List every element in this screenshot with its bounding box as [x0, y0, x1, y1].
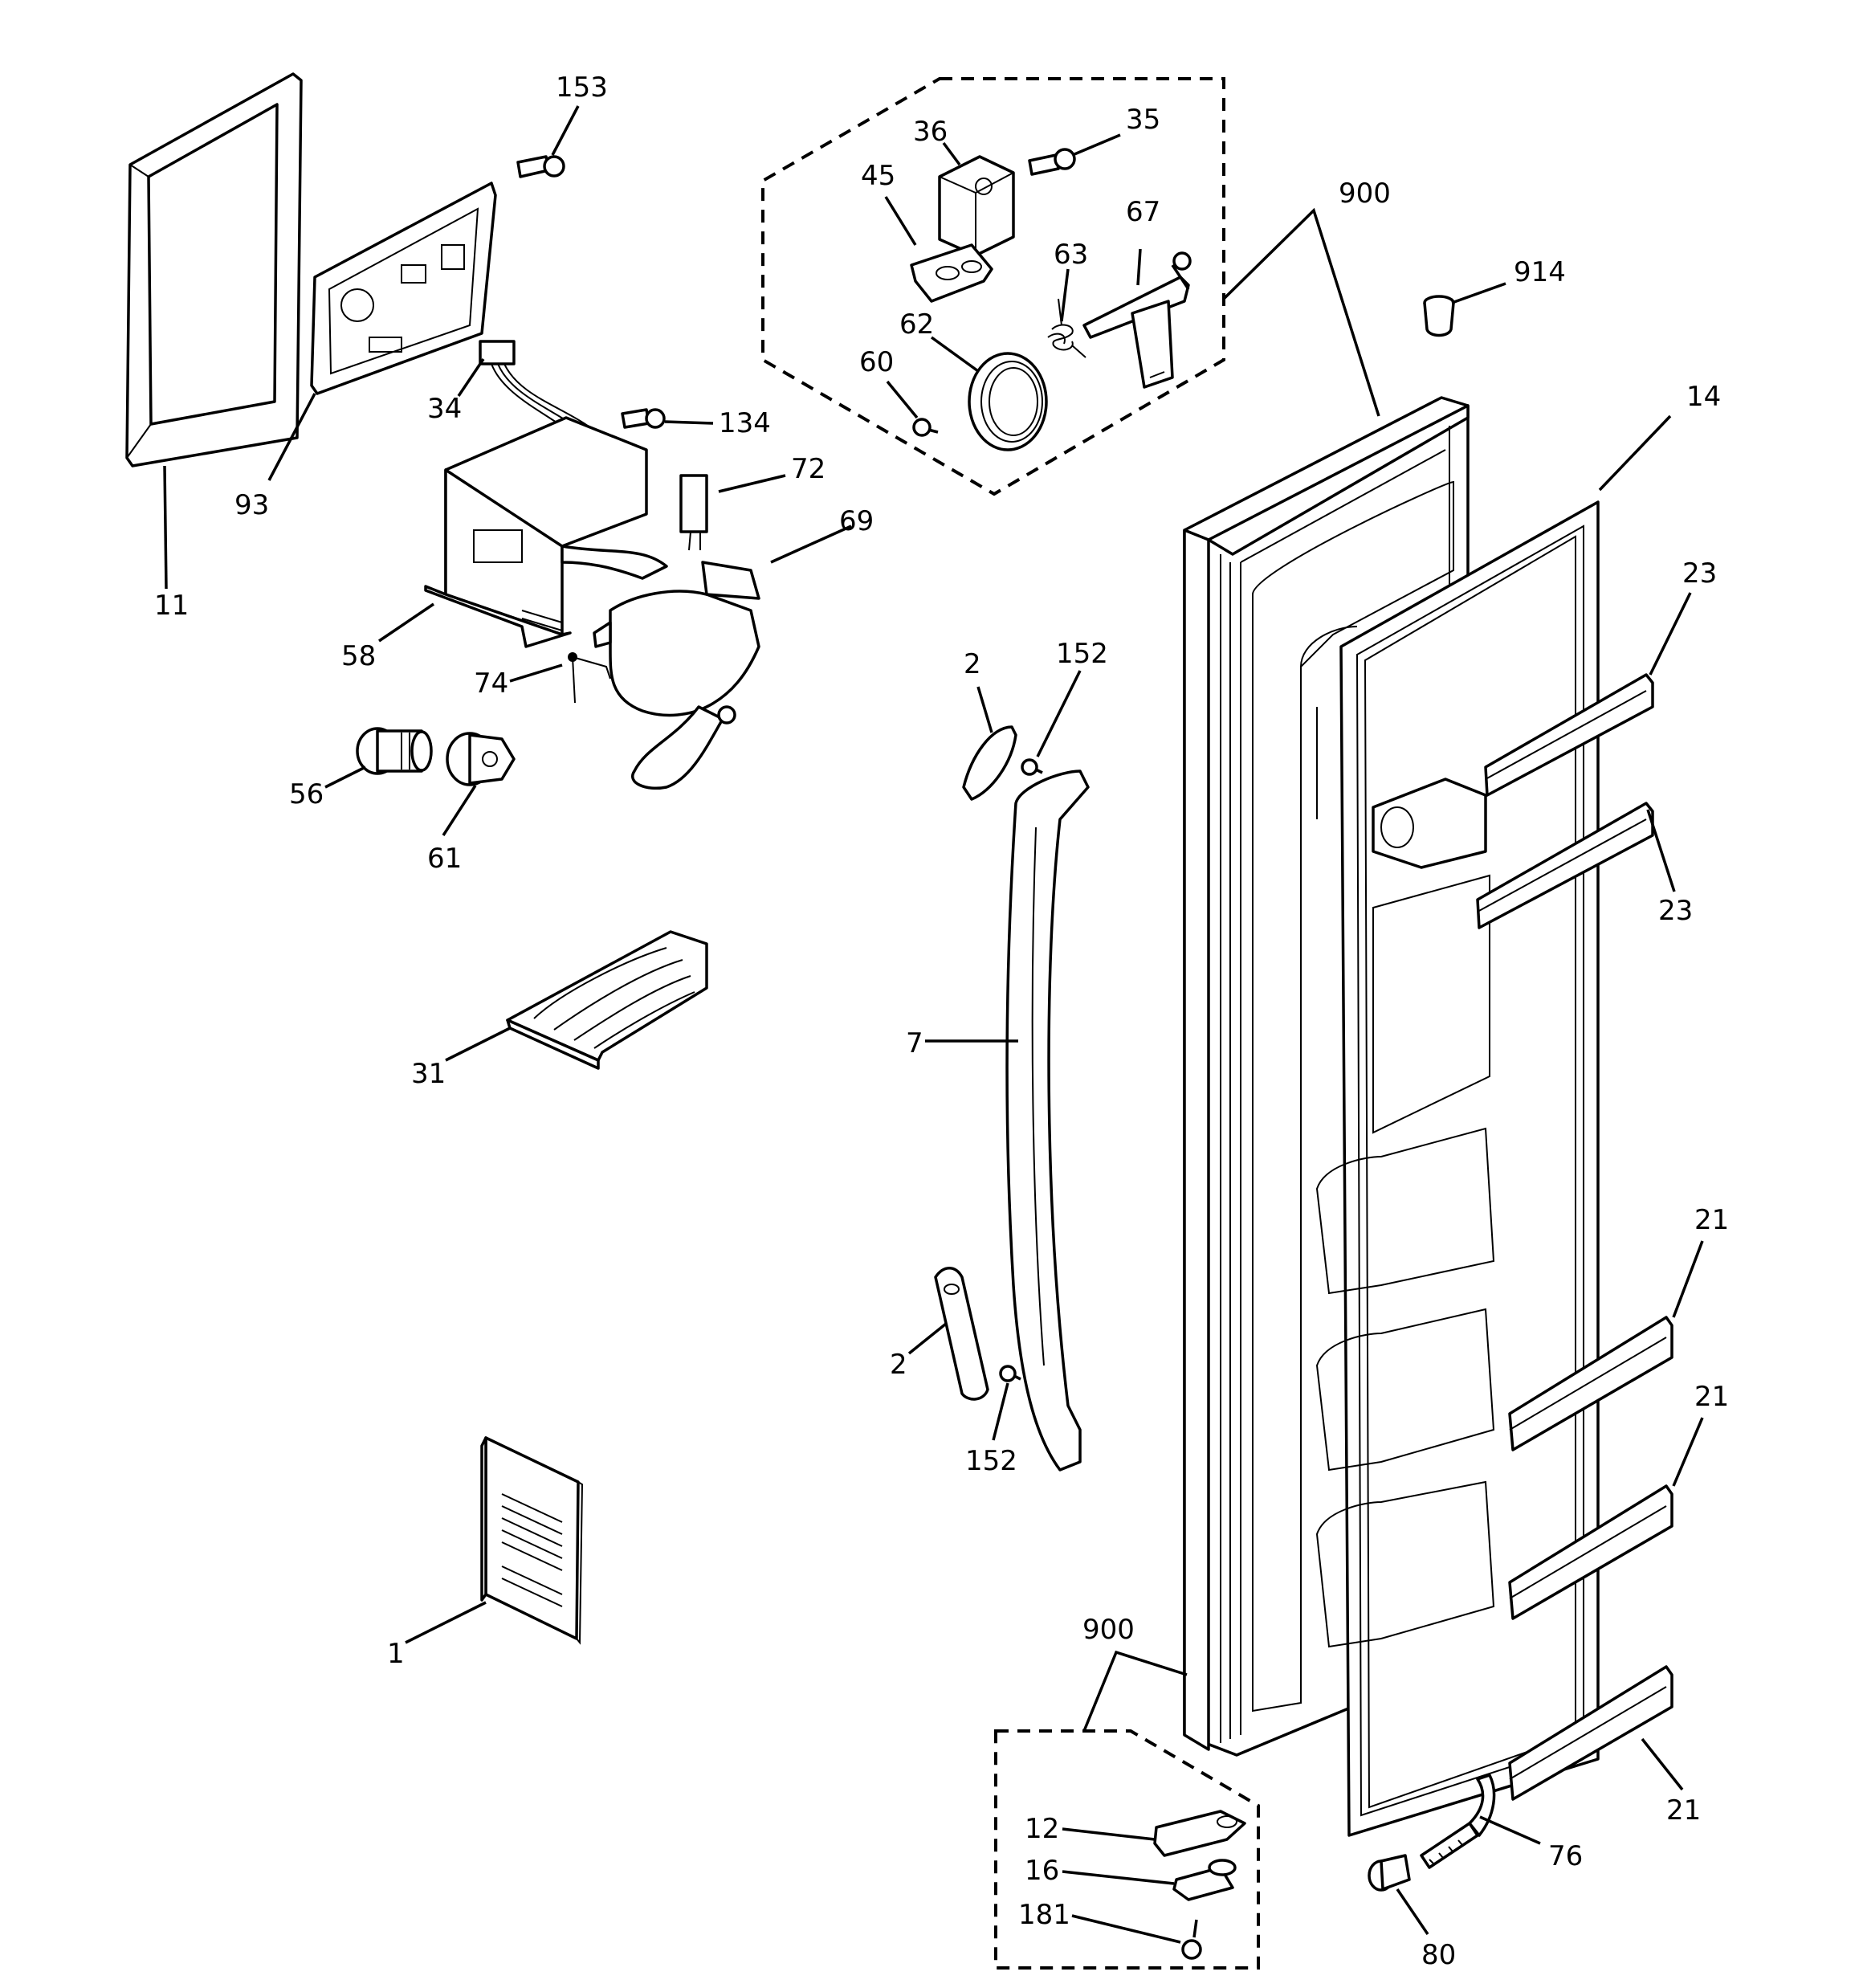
label-80: 80: [1421, 1939, 1456, 1971]
part-153-screw: [516, 155, 565, 178]
label-60: 60: [859, 346, 894, 378]
door-liner: [1252, 480, 1495, 1712]
part-7-handle: [1005, 769, 1090, 1472]
label-36: 36: [913, 116, 948, 148]
label-69: 69: [839, 505, 874, 537]
label-14: 14: [1686, 381, 1721, 413]
label-56: 56: [289, 778, 324, 810]
part-152-screw-lower: [999, 1365, 1021, 1382]
part-23-bin-upper: [1484, 673, 1654, 797]
part-63-spring: [1047, 298, 1086, 358]
part-11-frame: [125, 72, 303, 467]
part-36-solenoid: [938, 155, 1015, 257]
dashed-group-top: [761, 77, 1225, 496]
part-93-control-board: [310, 182, 497, 395]
label-31: 31: [411, 1058, 446, 1090]
label-74: 74: [474, 667, 508, 700]
label-23-lower: 23: [1658, 895, 1693, 927]
part-914-cap: [1423, 295, 1455, 337]
label-23-upper: 23: [1682, 557, 1717, 590]
part-134-screw: [621, 408, 666, 429]
label-153: 153: [556, 71, 608, 104]
part-181-screw: [1181, 1919, 1202, 1960]
part-62-ring: [968, 352, 1048, 451]
part-21-shelf-1: [1508, 1316, 1673, 1451]
label-21-middle: 21: [1694, 1381, 1729, 1413]
label-63: 63: [1054, 239, 1088, 271]
part-69-chute: [593, 561, 760, 790]
label-900-bottom: 900: [1082, 1614, 1135, 1646]
part-152-screw-upper: [1021, 758, 1043, 776]
label-21-top: 21: [1694, 1204, 1729, 1236]
label-93: 93: [234, 489, 269, 521]
label-45: 45: [861, 160, 895, 192]
label-76: 76: [1548, 1840, 1583, 1872]
label-35: 35: [1126, 104, 1160, 136]
label-67: 67: [1126, 196, 1160, 228]
part-45-bracket: [910, 243, 993, 303]
part-16-bushing: [1172, 1859, 1237, 1901]
part-61-cam: [446, 732, 516, 786]
label-16: 16: [1025, 1855, 1059, 1887]
dashed-group-bottom: [994, 1729, 1260, 1970]
label-72: 72: [791, 453, 826, 485]
label-914: 914: [1514, 256, 1566, 288]
label-58: 58: [341, 640, 376, 672]
leader-lines: [163, 105, 1704, 1944]
part-21-shelf-3: [1508, 1665, 1673, 1801]
part-31-grille: [506, 930, 708, 1070]
label-2-lower: 2: [890, 1349, 907, 1381]
label-181: 181: [1018, 1899, 1070, 1931]
part-72-switch: [679, 474, 708, 551]
label-11: 11: [154, 590, 189, 622]
label-900-top: 900: [1339, 178, 1391, 210]
label-7: 7: [906, 1027, 923, 1059]
label-12: 12: [1025, 1813, 1059, 1845]
part-80-fitting: [1368, 1854, 1411, 1892]
label-62: 62: [899, 308, 934, 341]
label-34: 34: [427, 393, 462, 425]
part-12-hinge: [1153, 1810, 1246, 1857]
label-2-upper: 2: [964, 648, 981, 680]
label-134: 134: [719, 407, 771, 439]
part-74-wire: [568, 652, 611, 704]
part-1-manual: [480, 1436, 584, 1645]
part-2-cap-lower: [934, 1267, 989, 1401]
part-56-motor: [356, 727, 433, 775]
part-58-housing: [424, 416, 668, 648]
part-21-shelf-2: [1508, 1484, 1673, 1620]
label-152-lower: 152: [965, 1445, 1017, 1477]
part-14-gasket: [1339, 500, 1600, 1837]
part-35-screw: [1028, 148, 1076, 176]
part-60-screw: [912, 418, 939, 437]
label-21-bottom: 21: [1666, 1794, 1701, 1827]
label-152-upper: 152: [1056, 638, 1108, 670]
label-61: 61: [427, 843, 462, 875]
part-67-lever: [1082, 251, 1192, 389]
callout-labels: 153 11 93 34 134 72 69 58 74 56 61 31 1 …: [154, 71, 1729, 1971]
label-1: 1: [387, 1638, 405, 1670]
part-2-cap-upper: [962, 725, 1017, 801]
